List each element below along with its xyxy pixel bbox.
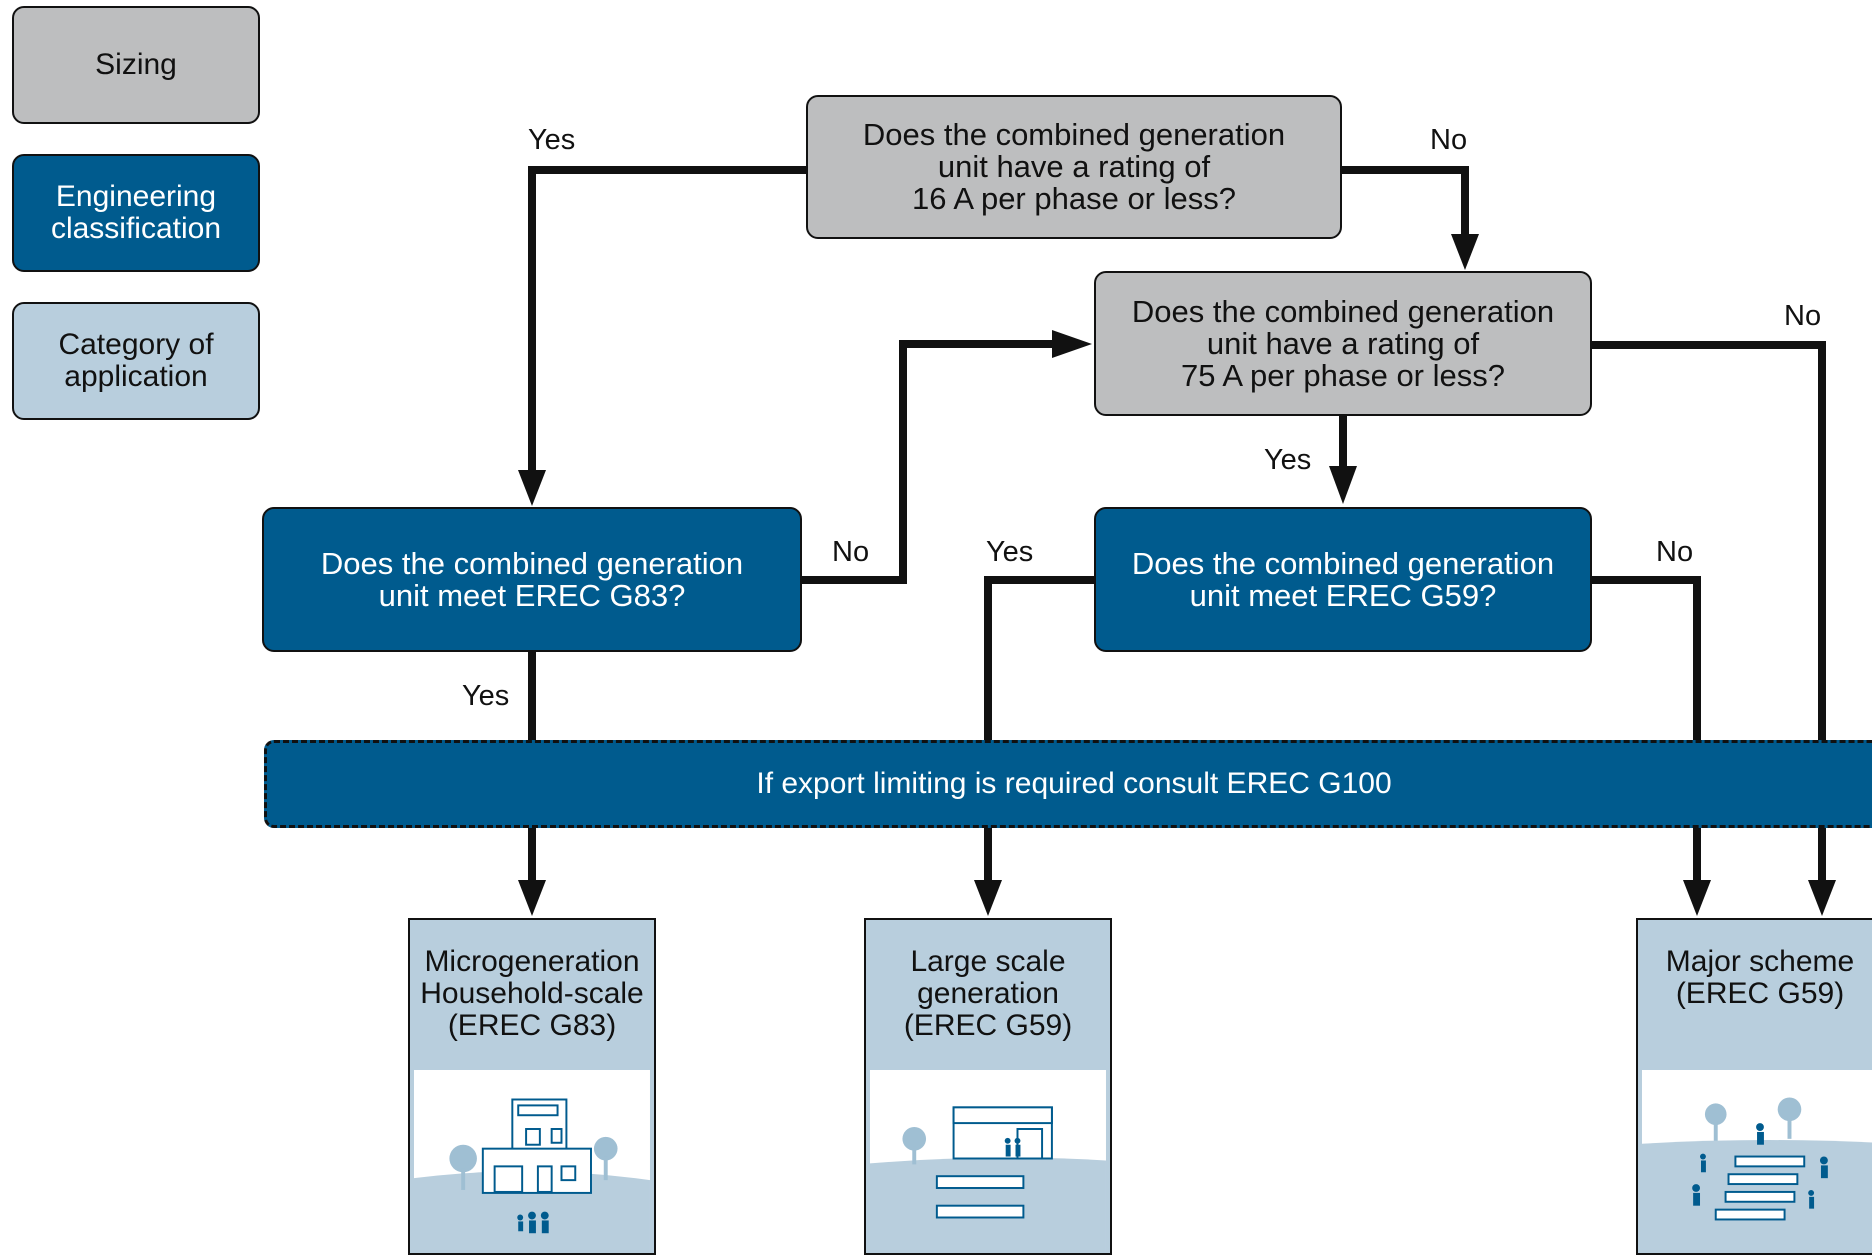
arrowhead <box>1683 880 1711 916</box>
legend-engineering-classification: Engineering classification <box>12 154 260 272</box>
node-meets-g59: Does the combined generation unit meet E… <box>1094 507 1592 652</box>
arrowhead <box>1052 330 1092 358</box>
edge-g59-yes <box>984 576 1095 740</box>
category-large-scale-title: Large scale generation (EREC G59) <box>903 945 1073 1042</box>
category-major-scheme: Major scheme (EREC G59) <box>1636 918 1872 1255</box>
edge-g59-no <box>1592 576 1701 740</box>
arrowhead <box>974 880 1002 916</box>
category-microgeneration-title: Microgeneration Household-scale (EREC G8… <box>420 945 644 1042</box>
label-g59-no: No <box>1656 536 1694 568</box>
edge-q75-no <box>1592 341 1826 740</box>
farm-illustration <box>870 1070 1106 1253</box>
legend-sizing: Sizing <box>12 6 260 124</box>
edge-g83-no <box>800 340 1055 584</box>
export-limiting-banner: If export limiting is required consult E… <box>264 740 1872 828</box>
node-rating-75a: Does the combined generation unit have a… <box>1094 271 1592 416</box>
arrowhead <box>1451 234 1479 270</box>
arrowhead <box>518 470 546 506</box>
export-limiting-text: If export limiting is required consult E… <box>756 767 1392 800</box>
label-q16-no: No <box>1430 124 1468 156</box>
category-microgeneration: Microgeneration Household-scale (EREC G8… <box>408 918 656 1255</box>
solar-field-illustration <box>1642 1070 1872 1253</box>
category-major-scheme-title: Major scheme (EREC G59) <box>1665 945 1855 1010</box>
label-g59-yes: Yes <box>986 536 1034 568</box>
node-meets-g83: Does the combined generation unit meet E… <box>262 507 802 652</box>
label-q75-no: No <box>1784 300 1822 332</box>
node-rating-75a-text: Does the combined generation unit have a… <box>1131 293 1555 393</box>
arrowhead <box>1808 880 1836 916</box>
edge-q16-yes <box>528 166 808 475</box>
legend-engineering-label: Engineering classification <box>50 180 222 245</box>
node-meets-g59-text: Does the combined generation unit meet E… <box>1131 545 1555 613</box>
node-meets-g83-text: Does the combined generation unit meet E… <box>320 545 744 613</box>
node-rating-16a-text: Does the combined generation unit have a… <box>862 117 1286 216</box>
house-illustration <box>414 1070 650 1253</box>
label-q75-yes: Yes <box>1264 444 1312 476</box>
legend-sizing-label: Sizing <box>95 48 177 81</box>
node-rating-16a: Does the combined generation unit have a… <box>806 95 1342 239</box>
edge-q16-no <box>1340 166 1469 240</box>
arrowhead <box>518 880 546 916</box>
label-g83-no: No <box>832 536 870 568</box>
legend-category-of-application: Category of application <box>12 302 260 420</box>
legend-category-label: Category of application <box>58 328 214 393</box>
category-large-scale: Large scale generation (EREC G59) <box>864 918 1112 1255</box>
label-g83-yes: Yes <box>462 680 510 712</box>
label-q16-yes: Yes <box>528 124 576 156</box>
arrowhead <box>1329 466 1357 504</box>
